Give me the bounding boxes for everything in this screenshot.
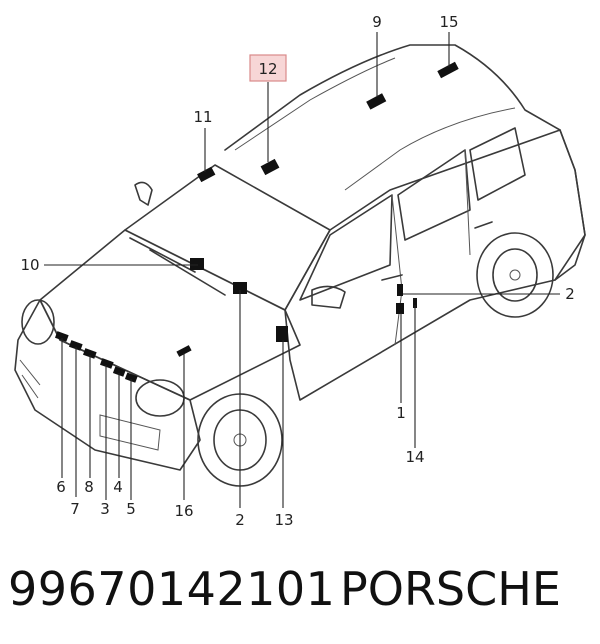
label-mark-2-front xyxy=(233,282,247,294)
label-mark-14 xyxy=(413,298,417,308)
callout-16: 16 xyxy=(174,502,193,520)
callout-11: 11 xyxy=(193,108,212,126)
leader-lines xyxy=(44,32,560,508)
footer: 99670142101 PORSCHE xyxy=(0,560,600,644)
vehicle-label-diagram: 9 15 12 11 10 2 1 14 6 8 4 7 3 5 16 2 13 xyxy=(14,13,586,529)
part-number: 99670142101 xyxy=(8,562,336,616)
label-mark-5 xyxy=(124,372,138,383)
callout-1: 1 xyxy=(396,404,406,422)
label-mark-8 xyxy=(82,348,97,359)
label-mark-10 xyxy=(190,258,204,270)
callout-3: 3 xyxy=(100,500,110,518)
callout-14: 14 xyxy=(405,448,424,466)
callout-15: 15 xyxy=(439,13,458,31)
label-mark-16 xyxy=(176,345,192,357)
label-marks xyxy=(54,61,459,383)
label-mark-7 xyxy=(68,340,83,351)
label-mark-12 xyxy=(260,158,280,176)
callout-9: 9 xyxy=(372,13,382,31)
callout-4: 4 xyxy=(113,478,123,496)
callout-10: 10 xyxy=(20,256,39,274)
label-mark-3 xyxy=(99,358,114,369)
label-mark-1 xyxy=(396,303,404,314)
label-mark-4 xyxy=(112,366,126,377)
callout-13: 13 xyxy=(274,511,293,529)
callout-12-highlight xyxy=(249,54,287,82)
callout-7: 7 xyxy=(70,500,80,518)
brand-name: PORSCHE xyxy=(340,562,561,616)
callout-6: 6 xyxy=(56,478,66,496)
callout-2-front: 2 xyxy=(235,511,245,529)
label-mark-2-door xyxy=(397,284,403,296)
label-mark-6 xyxy=(54,331,69,342)
callout-8: 8 xyxy=(84,478,94,496)
callout-2-door: 2 xyxy=(565,285,575,303)
label-mark-9 xyxy=(366,93,387,110)
label-mark-11 xyxy=(197,166,216,183)
callout-numbers: 9 15 12 11 10 2 1 14 6 8 4 7 3 5 16 2 13 xyxy=(20,13,574,529)
label-mark-13 xyxy=(276,326,288,342)
callout-5: 5 xyxy=(126,500,136,518)
callout-12: 12 xyxy=(258,60,277,78)
label-mark-15 xyxy=(437,61,459,79)
